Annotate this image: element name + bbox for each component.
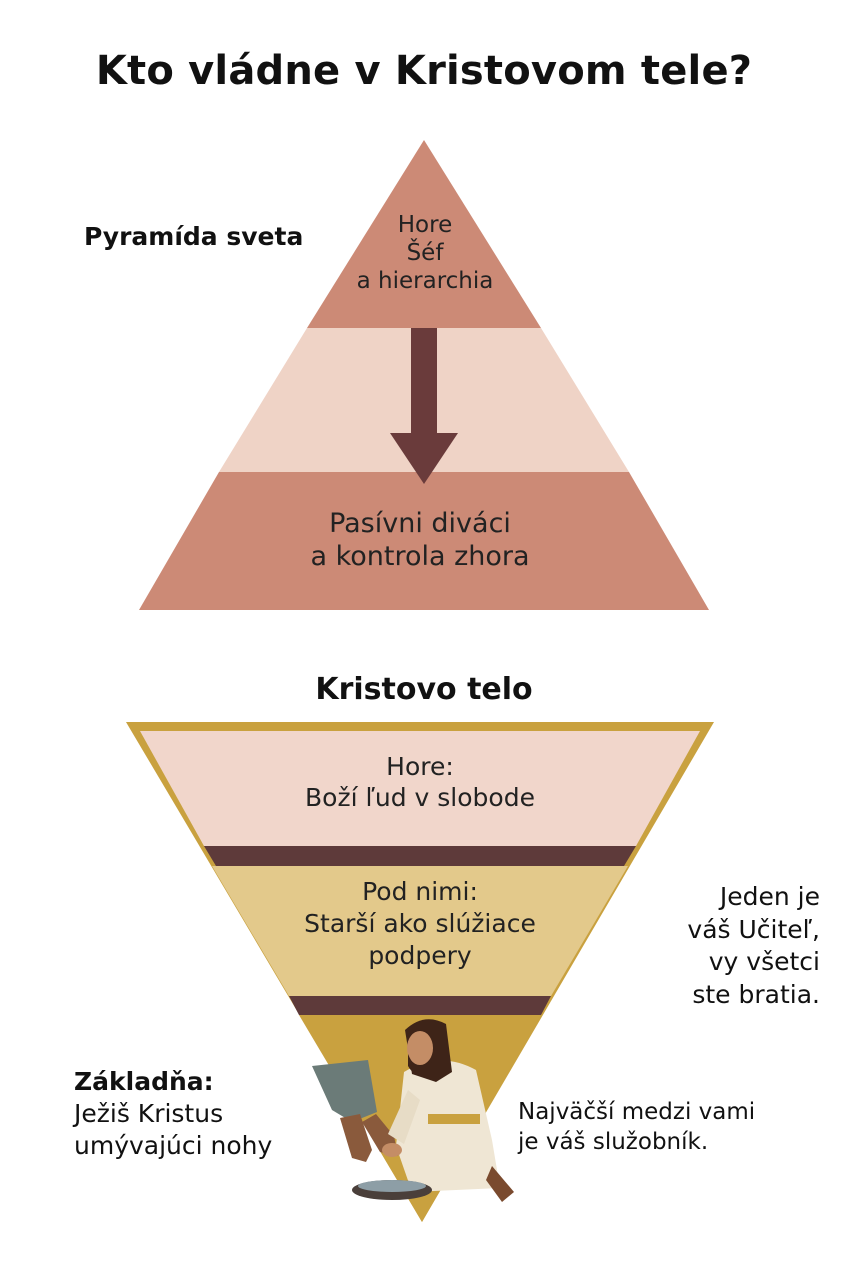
world-pyramid-bottom-tier bbox=[139, 472, 709, 610]
body-pyramid-label: Kristovo telo bbox=[315, 672, 533, 707]
teacher-quote-line: vy všetci bbox=[708, 947, 820, 976]
servant-quote: Najväčší medzi vami je váš služobník. bbox=[518, 1098, 755, 1158]
world-pyramid bbox=[139, 140, 709, 610]
teacher-quote-line: váš Učiteľ, bbox=[687, 914, 820, 944]
world-bottom-line: a kontrola zhora bbox=[310, 540, 530, 572]
body-middle-tier bbox=[212, 866, 628, 996]
world-pyramid-label: Pyramída sveta bbox=[84, 222, 304, 251]
world-top-line: Hore bbox=[397, 212, 453, 238]
body-separator-1 bbox=[204, 846, 636, 866]
jesus-washing-feet-illustration bbox=[312, 1019, 514, 1202]
body-top-text: Hore: Boží ľud v slobode bbox=[220, 752, 620, 813]
body-middle-text: Pod nimi: Starší ako slúžiace podpery bbox=[255, 876, 585, 972]
body-middle-line: Pod nimi: bbox=[362, 877, 478, 906]
teacher-quote: Jeden je váš Učiteľ, vy všetci ste brati… bbox=[640, 881, 820, 1011]
body-middle-line: podpery bbox=[368, 941, 472, 970]
world-pyramid-top-tier bbox=[307, 140, 541, 328]
world-top-text: Hore Šéf a hierarchia bbox=[330, 211, 520, 295]
world-top-line: Šéf bbox=[406, 240, 444, 267]
body-separator-2 bbox=[289, 996, 551, 1015]
down-arrow-icon bbox=[390, 328, 458, 484]
body-pyramid bbox=[126, 722, 714, 1222]
body-top-line: Hore: bbox=[386, 752, 454, 781]
world-bottom-text: Pasívni diváci a kontrola zhora bbox=[240, 508, 600, 574]
world-top-line: a hierarchia bbox=[356, 268, 494, 295]
body-base-line: umývajúci nohy bbox=[74, 1131, 273, 1160]
body-base-title: Základňa: bbox=[74, 1067, 214, 1096]
body-base-text: Základňa: Ježiš Kristus umývajúci nohy bbox=[74, 1066, 272, 1162]
body-middle-line: Starší ako slúžiace bbox=[304, 909, 536, 938]
body-base-line: Ježiš Kristus bbox=[74, 1099, 224, 1128]
servant-quote-line: Najväčší medzi vami bbox=[518, 1099, 756, 1125]
body-top-line: Boží ľud v slobode bbox=[305, 782, 535, 812]
servant-quote-line: je váš služobník. bbox=[518, 1128, 709, 1155]
body-top-tier bbox=[140, 731, 700, 846]
teacher-quote-line: ste bratia. bbox=[692, 979, 820, 1009]
teacher-quote-line: Jeden je bbox=[719, 882, 820, 911]
world-bottom-line: Pasívni diváci bbox=[329, 508, 511, 539]
page-title: Kto vládne v Kristovom tele? bbox=[95, 48, 753, 94]
